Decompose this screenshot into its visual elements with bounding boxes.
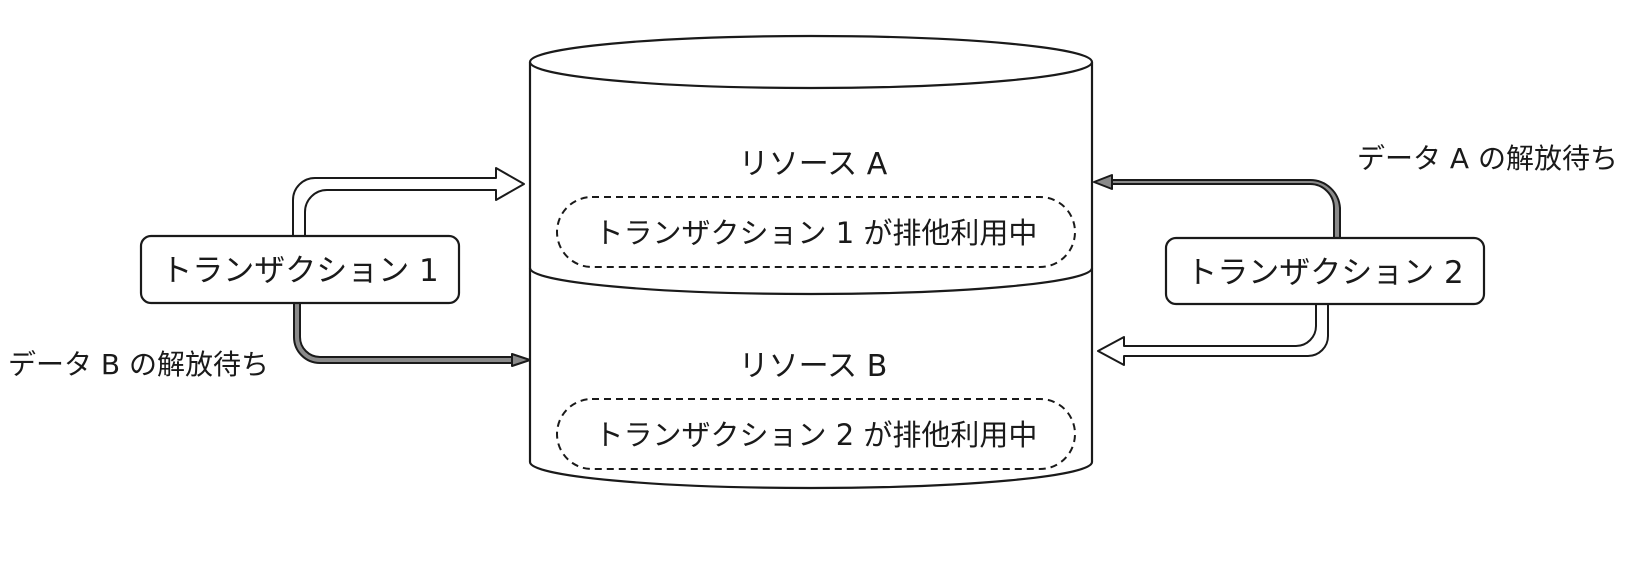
cylinder-body [528, 62, 1094, 490]
transaction-2: トランザクション 2 [1164, 236, 1486, 306]
cylinder-top [528, 34, 1094, 90]
transaction-1-box [139, 234, 461, 305]
transaction-1: トランザクション 1 [139, 234, 461, 305]
resource-b: リソース B トランザクション 2 が排他利用中 [556, 349, 1076, 470]
transaction-2-box [1164, 236, 1486, 306]
database-cylinder [528, 34, 1094, 490]
t1-holds-a-arrow [292, 167, 525, 237]
resource-b-lock-outline [556, 398, 1076, 470]
t2-waits-a-arrow [1093, 174, 1341, 239]
resource-b-label: リソース B [739, 349, 888, 384]
resource-a-lock-outline [556, 196, 1076, 268]
resource-b-lock-text: トランザクション 2 が排他利用中 [595, 418, 1038, 452]
transaction-1-label: トランザクション 1 [161, 253, 439, 289]
t1-waits-b-arrow [293, 302, 531, 367]
wait-label-data-b: データ B の解放待ち [8, 348, 269, 381]
resource-a-label: リソース A [739, 147, 888, 182]
resource-a-lock-text: トランザクション 1 が排他利用中 [595, 216, 1038, 250]
wait-label-data-a: データ A の解放待ち [1357, 142, 1618, 175]
cylinder-divider [528, 267, 1094, 296]
resource-a: リソース A トランザクション 1 が排他利用中 [556, 147, 1076, 268]
t2-holds-b-arrow [1097, 303, 1329, 366]
transaction-2-label: トランザクション 2 [1186, 255, 1464, 291]
